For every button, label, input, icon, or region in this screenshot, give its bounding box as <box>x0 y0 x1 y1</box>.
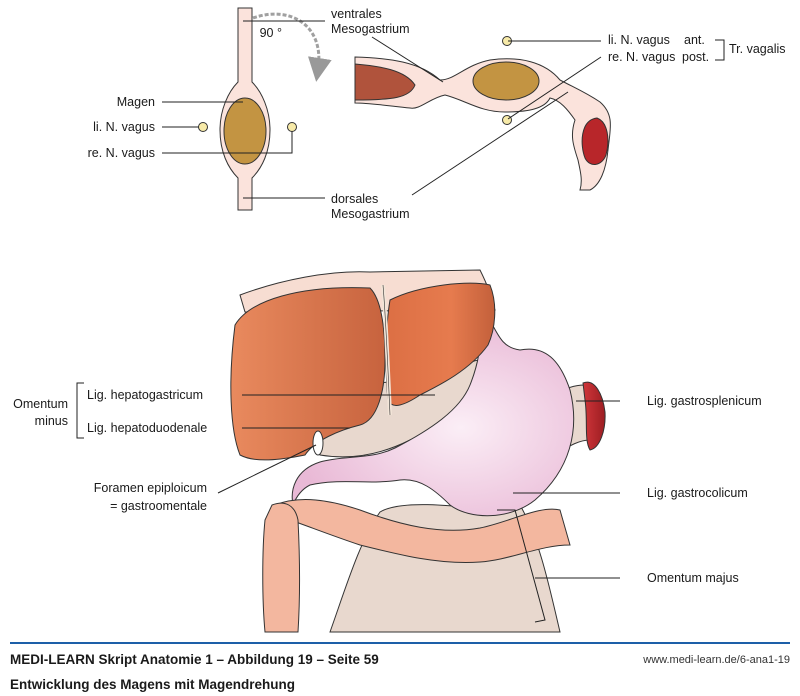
label-dorsales: dorsales <box>331 192 378 206</box>
label-lig-gastrocolicum: Lig. gastrocolicum <box>647 486 748 500</box>
foramen-epiploicum-opening <box>312 430 324 456</box>
spleen <box>582 381 606 451</box>
label-gastroomentale: = gastroomentale <box>110 499 207 513</box>
label-omentum-majus: Omentum majus <box>647 571 739 585</box>
rotation-angle-label: 90 ° <box>260 26 282 40</box>
label-mesogastrium-dorsal: Mesogastrium <box>331 207 410 221</box>
label-lig-gastrosplenicum: Lig. gastrosplenicum <box>647 394 762 408</box>
adult-situs-illustration <box>76 269 620 633</box>
embryo-stomach-sagittal <box>162 7 332 211</box>
label-lig-hepatogastricum: Lig. hepatogastricum <box>87 388 203 402</box>
liver-left-lobe <box>230 287 386 461</box>
label-re-vagus-right: re. N. vagus <box>608 50 675 64</box>
rotation-arrow <box>252 12 332 82</box>
stomach-embryo <box>223 97 267 165</box>
spleen-embryo <box>581 117 609 165</box>
label-lig-hepatoduodenale: Lig. hepatoduodenale <box>87 421 207 435</box>
label-re-vagus-left: re. N. vagus <box>88 146 155 160</box>
stomach <box>291 319 575 517</box>
footer-url-link[interactable]: www.medi-learn.de/6-ana1-19 <box>643 654 790 666</box>
right-vagus-posterior-dot <box>502 115 512 125</box>
anatomy-figure: 90 ° ventrales Mesogastrium Magen li. N.… <box>13 7 786 633</box>
right-vagus-nerve-dot <box>287 122 297 132</box>
colon-ascendens <box>262 502 300 633</box>
mesogastrium-transverse <box>354 56 611 191</box>
label-mesogastrium-ventral: Mesogastrium <box>331 22 410 36</box>
liver-embryo <box>354 63 416 101</box>
footer-source-title: MEDI-LEARN Skript Anatomie 1 – Abbildung… <box>10 652 379 667</box>
label-foramen-epiploicum: Foramen epiploicum <box>94 481 207 495</box>
embryo-stomach-transverse <box>354 36 725 196</box>
stomach-embryo-transverse <box>472 61 540 101</box>
figure-caption: Entwicklung des Magens mit Magendrehung <box>10 677 296 692</box>
label-ventrales: ventrales <box>331 7 382 21</box>
footer-divider <box>10 642 790 644</box>
label-omentum-minus-2: minus <box>35 414 68 428</box>
label-magen: Magen <box>117 95 155 109</box>
label-li-vagus-right: li. N. vagus <box>608 33 670 47</box>
label-omentum-minus-1: Omentum <box>13 397 68 411</box>
label-post: post. <box>682 50 709 64</box>
colon-transversum <box>274 499 571 563</box>
label-ant: ant. <box>684 33 705 47</box>
label-li-vagus-left: li. N. vagus <box>93 120 155 134</box>
left-vagus-nerve-dot <box>198 122 208 132</box>
label-tr-vagalis: Tr. vagalis <box>729 42 786 56</box>
